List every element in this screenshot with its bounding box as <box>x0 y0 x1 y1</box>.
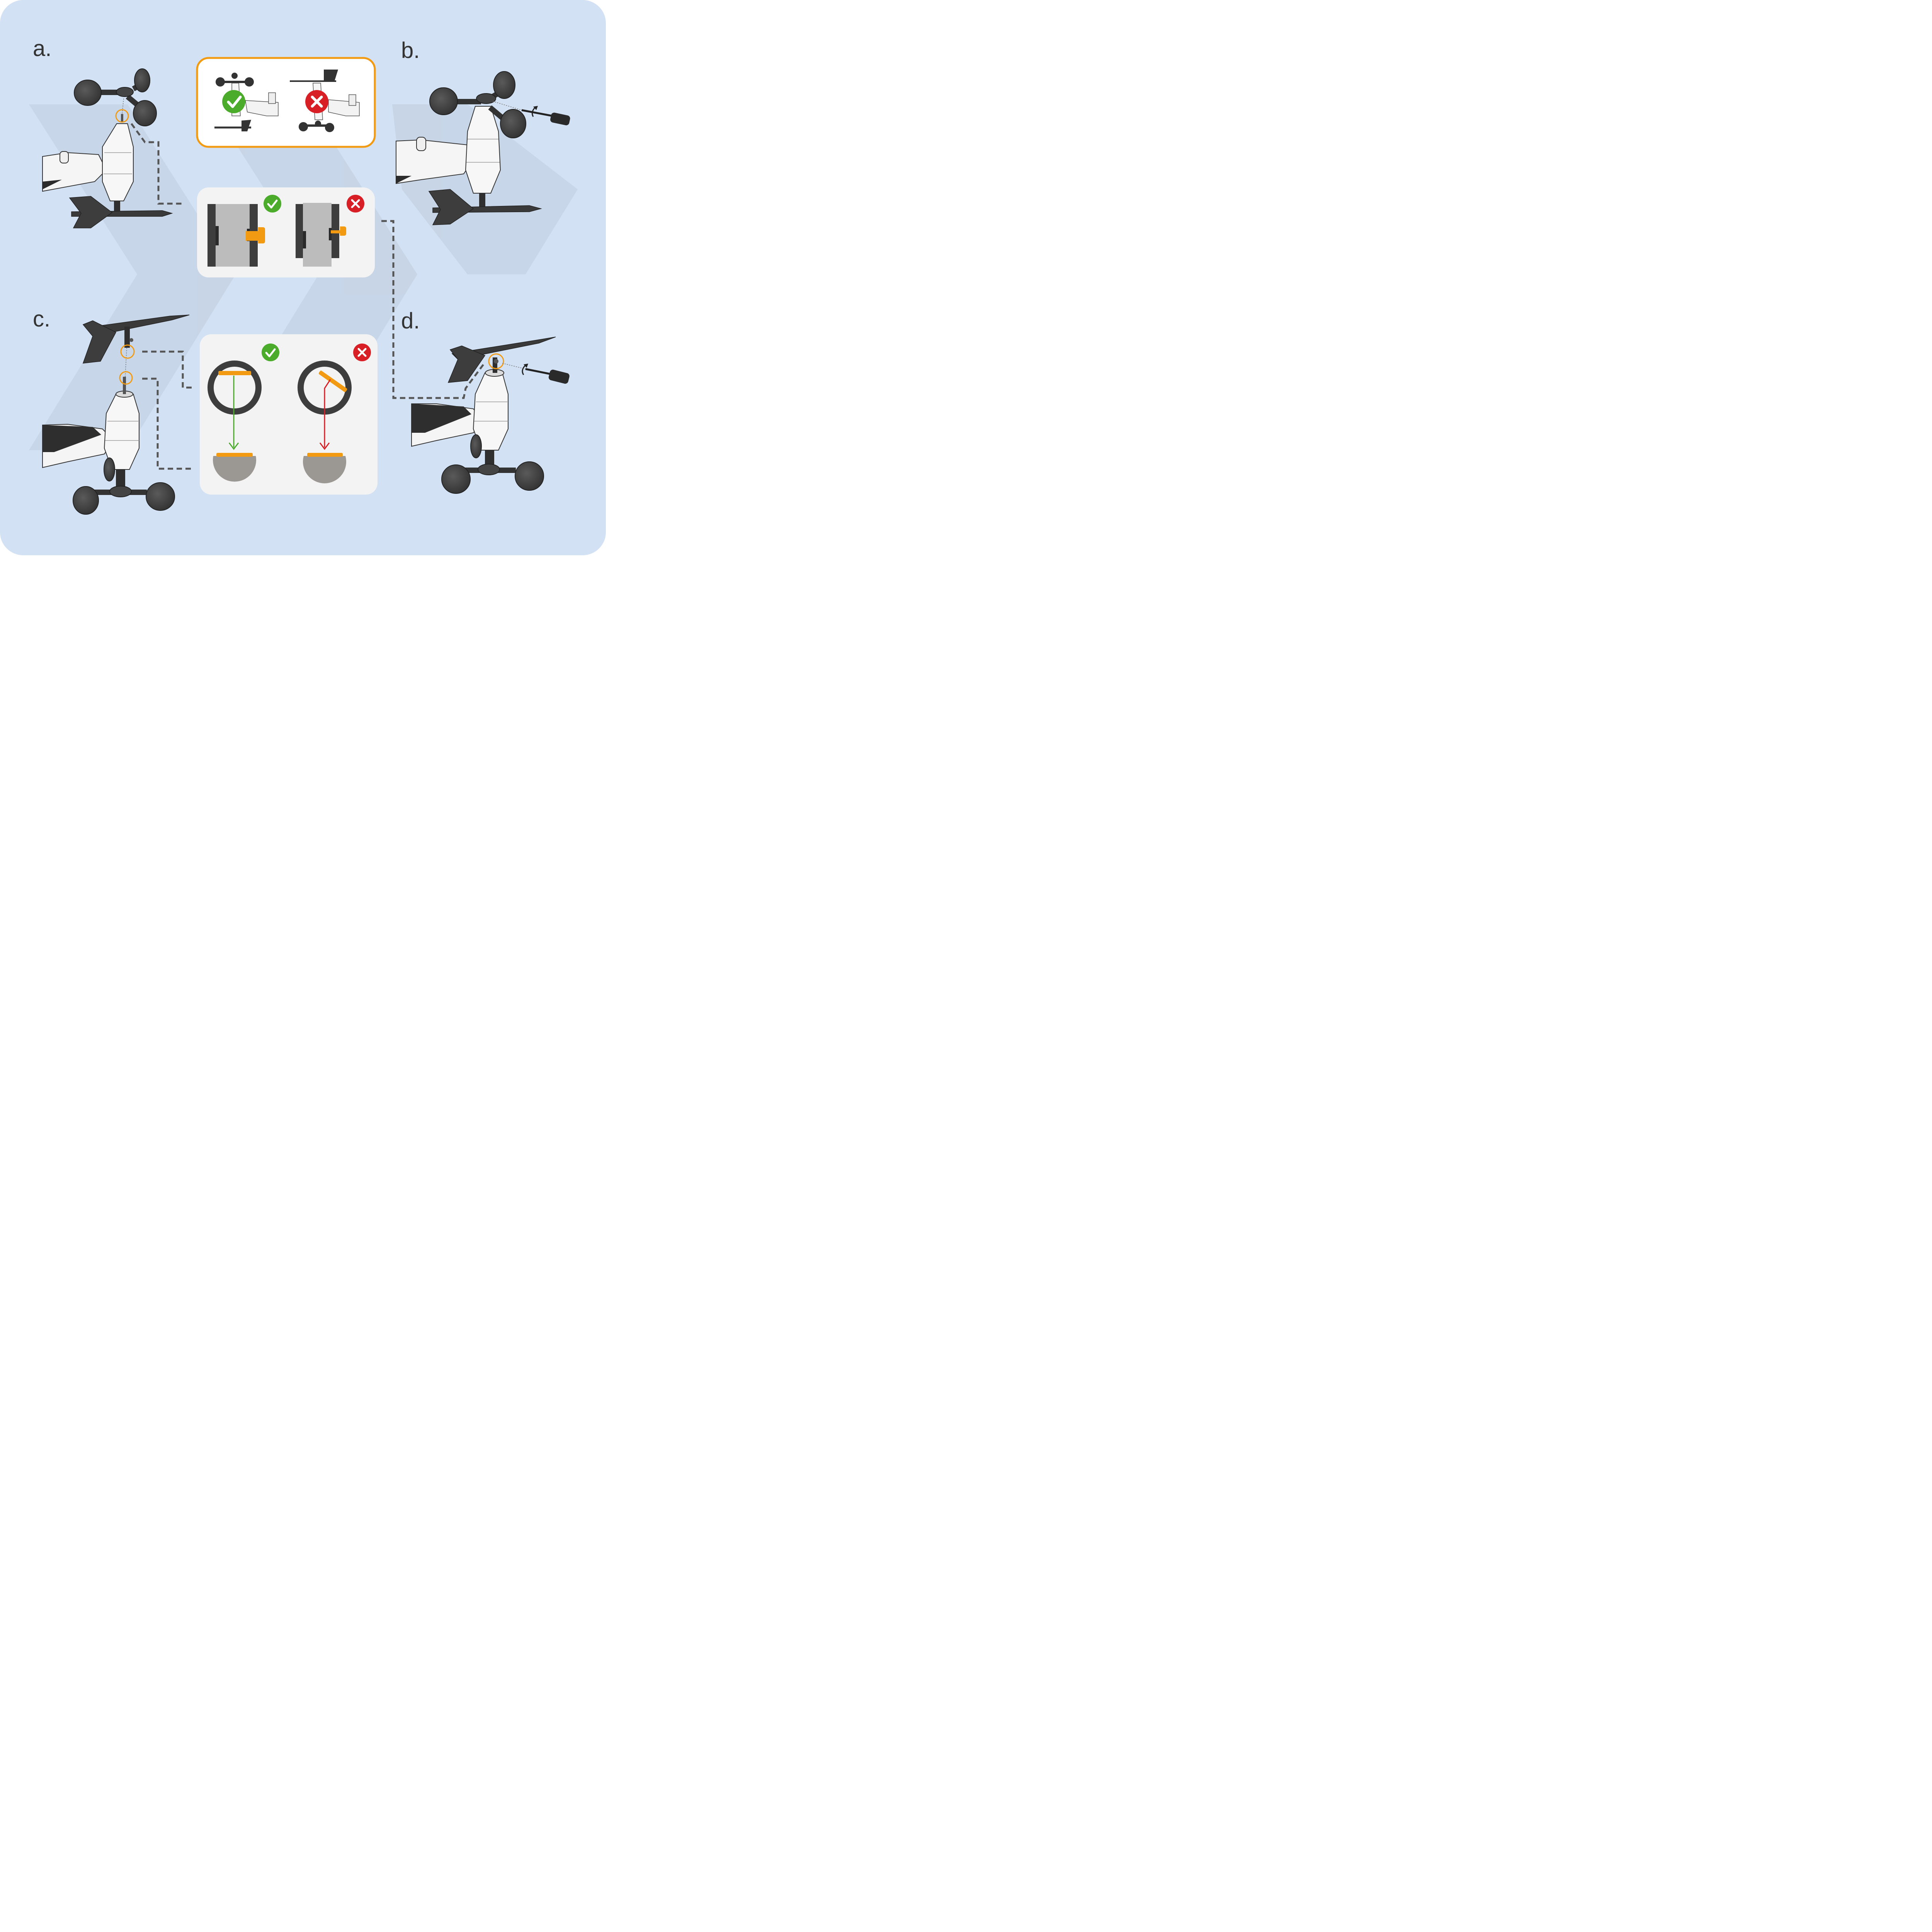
installation-diagram: a. b. c. d. <box>0 0 606 555</box>
screwdriver-icon <box>521 109 570 126</box>
check-icon <box>262 344 279 361</box>
rotate-arrow-icon <box>531 107 536 117</box>
highlight-circle <box>120 344 135 359</box>
step-label-a: a. <box>33 36 51 61</box>
step-label-d: d. <box>401 308 420 333</box>
screwdriver-icon <box>525 368 570 384</box>
connector-line <box>130 123 184 205</box>
step-c-illustration <box>42 315 190 515</box>
check-icon <box>264 195 281 213</box>
highlight-circle <box>488 353 504 369</box>
step-a-illustration <box>42 68 173 228</box>
highlight-circle <box>115 109 129 123</box>
step-d-illustration <box>411 337 570 494</box>
highlight-circle <box>119 371 133 385</box>
connector-line <box>381 220 486 399</box>
rotate-arrow-icon <box>522 364 526 375</box>
alignment-panel <box>200 334 378 495</box>
step-label-c: c. <box>33 306 50 332</box>
step-label-b: b. <box>401 38 420 63</box>
check-icon <box>222 90 245 113</box>
orientation-panel <box>196 57 376 148</box>
shaft-fit-panel <box>197 187 375 277</box>
step-b-illustration <box>396 71 570 225</box>
connector-line <box>142 350 193 389</box>
